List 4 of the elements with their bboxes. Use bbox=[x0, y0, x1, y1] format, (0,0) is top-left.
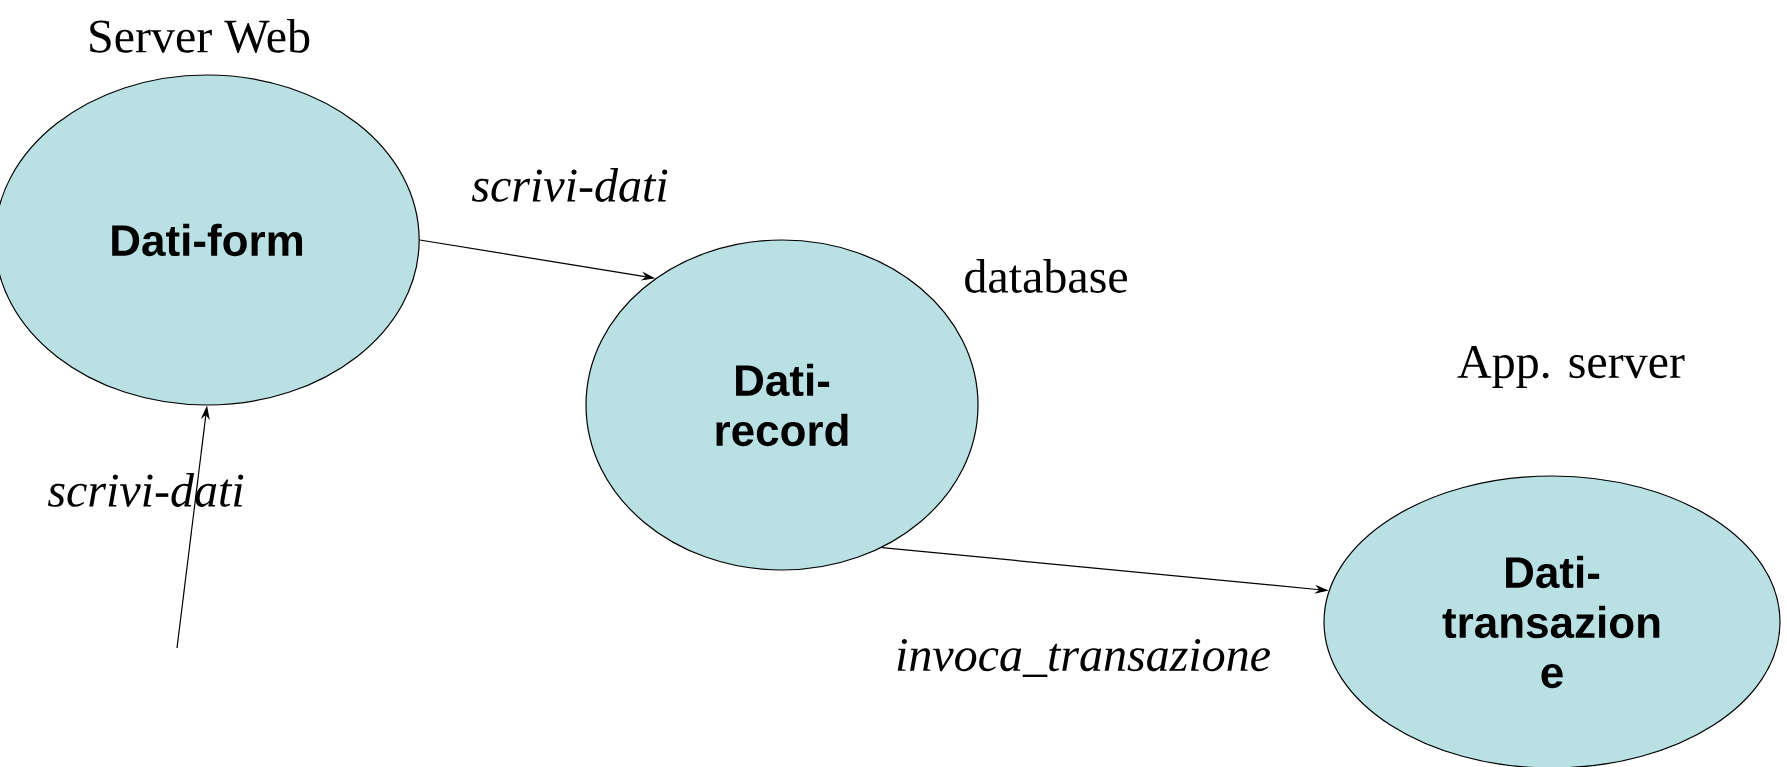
edge-label: invoca_transazione bbox=[897, 639, 1270, 677]
node-caption: Server Web bbox=[90, 18, 310, 53]
node-caption: App. server bbox=[1457, 346, 1685, 388]
edge-label: scrivi-dati bbox=[471, 168, 668, 202]
